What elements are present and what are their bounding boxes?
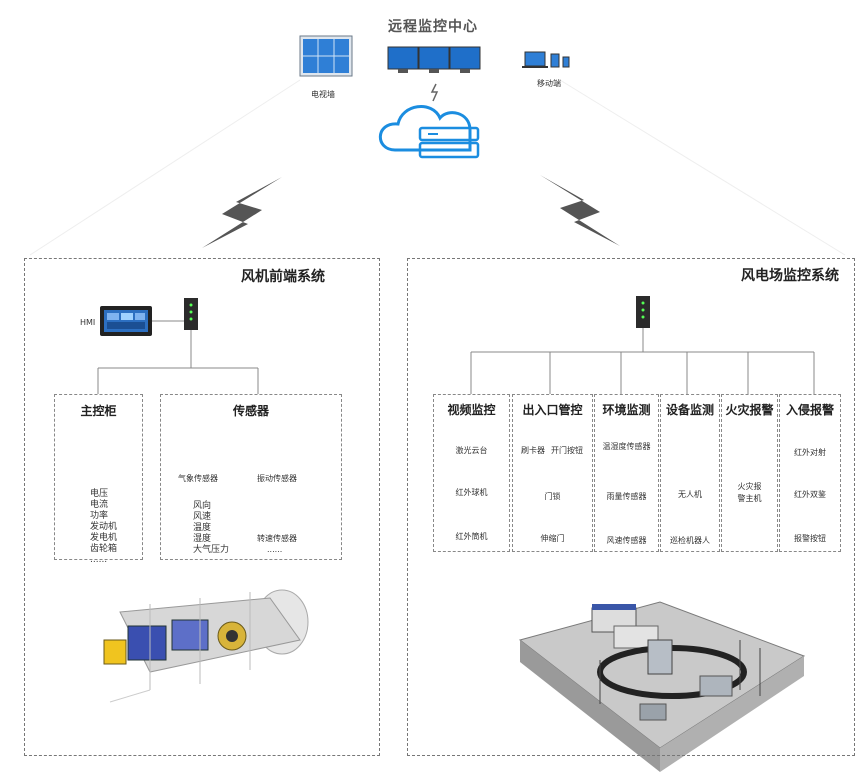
param-item: 风向 [193,501,212,511]
ir-bullet-label: 红外筒机 [455,532,488,541]
cabinet-item: 发动机 [90,522,118,532]
intrusion-alarm-box: 入侵报警 红外对射 红外双鉴 报警按钮 [779,394,841,552]
cabinet-item: 功率 [90,511,109,521]
drone-label: 无人机 [678,490,702,499]
rain-sensor-label: 雨量传感器 [606,492,647,501]
lightning-right-icon [540,175,620,246]
video-wall-label: 电视墙 [311,90,335,99]
sensors-more: ...... [267,545,283,554]
param-item: 湿度 [193,534,212,544]
weather-sensor-label: 气象传感器 [178,474,218,483]
main-cabinet-title: 主控柜 [80,404,117,418]
main-cabinet-list: 电压 电流 功率 发动机 发电机 齿轮箱 ...... [90,489,117,566]
param-item: 大气压力 [193,545,230,555]
vibration-sensor-label: 振动传感器 [257,474,297,483]
cabinet-item: 电流 [90,500,109,510]
group-title: 火灾报警 [725,403,774,417]
sensors-box: 传感器 气象传感器 振动传感器 风向 风速 温度 湿度 大气压力 转速传感器 .… [160,394,342,560]
video-wall-icon [299,35,353,77]
fire-host-label-line2: 警主机 [737,494,762,503]
inspection-robot-label: 巡检机器人 [670,536,710,545]
group-title: 环境监测 [602,403,651,417]
param-item: 温度 [193,523,212,533]
sensors-title: 传感器 [232,404,269,418]
speed-sensor-label: 转速传感器 [257,534,297,543]
main-cabinet-box: 主控柜 电压 电流 功率 发动机 发电机 齿轮箱 ...... [54,394,143,565]
cloud-server-icon [378,105,480,159]
door-lock-label: 门锁 [544,492,561,501]
mobile-devices-icon [522,51,570,68]
param-item: 风速 [193,512,212,522]
ir-beam-label: 红外对射 [794,448,826,457]
wind-farm-substation-image [518,601,806,772]
turbine-frontend-title: 风机前端系统 [241,269,325,285]
video-monitoring-box: 视频监控 激光云台 红外球机 红外筒机 [433,394,510,552]
lightning-left-icon [202,177,282,248]
wind-speed-label: 风速传感器 [606,536,647,545]
fire-alarm-box: 火灾报警 火灾报 警主机 [721,394,778,552]
cabinet-item: 发电机 [90,533,118,543]
card-reader-label: 刷卡器 [521,446,545,455]
wind-farm-monitoring-panel [407,258,855,756]
hmi-label: HMI [80,318,96,327]
group-title: 出入口管控 [522,403,583,417]
group-title: 入侵报警 [785,403,834,417]
hmi-tablet-icon [100,306,152,336]
cabinet-item: ...... [90,555,108,565]
alarm-button-label: 报警按钮 [794,534,826,543]
wind-farm-monitoring-title: 风电场监控系统 [741,268,839,284]
door-button-label: 开门按钮 [551,446,583,455]
access-control-box: 出入口管控 刷卡器 开门按钮 门锁 伸缩门 [512,394,593,552]
environment-monitoring-box: 环境监测 温湿度传感器 雨量传感器 风速传感器 [594,394,659,552]
fire-host-label-line1: 火灾报 [737,482,762,491]
remote-monitoring-center-title: 远程监控中心 [388,19,478,35]
wind-turbine-nacelle-image [103,589,309,703]
retractable-gate-label: 伸缩门 [540,534,565,543]
network-switch-right-icon [636,296,650,328]
signal-icon [430,83,439,102]
monitor-array-icon [387,46,481,73]
weather-params-list: 风向 风速 温度 湿度 大气压力 [193,501,229,556]
group-title: 设备监测 [665,403,714,417]
network-switch-icon [184,298,198,330]
ir-dome-label: 红外球机 [455,488,488,497]
temp-humidity-label: 温湿度传感器 [602,442,651,451]
group-title: 视频监控 [447,403,496,417]
mobile-label: 移动端 [537,79,561,88]
cabinet-item: 齿轮箱 [90,544,118,554]
laser-ptz-label: 激光云台 [455,446,488,455]
turbine-frontend-panel [24,258,380,756]
equipment-monitoring-box: 设备监测 无人机 巡检机器人 [660,394,720,552]
cabinet-item: 电压 [90,489,109,499]
dual-tech-label: 红外双鉴 [794,490,826,499]
